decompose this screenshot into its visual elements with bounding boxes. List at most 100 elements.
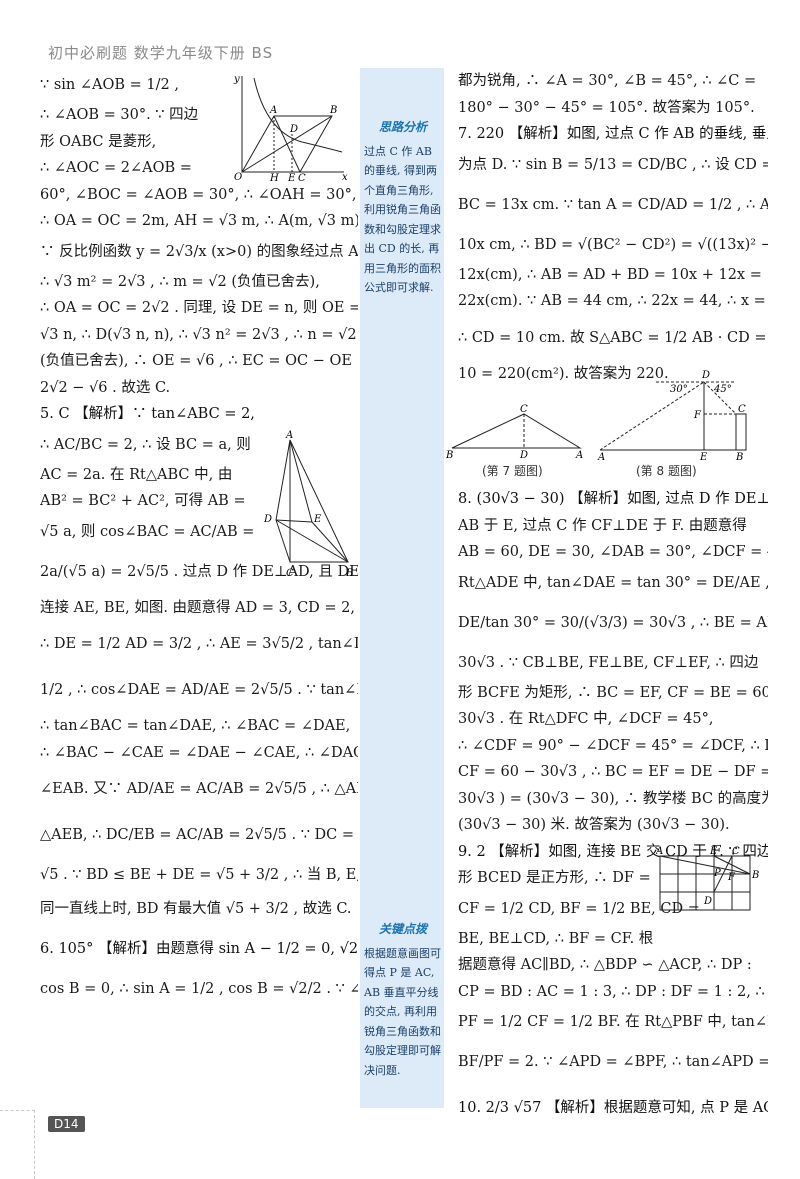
caption-fig8: (第 8 题图) <box>636 464 697 478</box>
figure-q7: C B D A <box>446 404 583 461</box>
fig7-label: B <box>446 450 453 461</box>
text-line: 据题意得 AC∥BD, ∴ △BDP ∽ △ACP, ∴ DP : <box>458 957 752 973</box>
text-line: 6. 105° 【解析】由题意得 sin A − 1/2 = 0, √2/2 − <box>40 941 358 957</box>
line-eb <box>713 855 751 875</box>
text-line: 8. (30√3 − 30) 【解析】如图, 过点 D 作 DE⊥ <box>458 491 768 507</box>
text-line: cos B = 0, ∴ sin A = 1/2 , cos B = √2/2 … <box>40 981 358 997</box>
note-analysis-title: 思路分析 <box>378 120 427 134</box>
figure-q5: A D E C B <box>263 430 353 579</box>
text-line: ∠EAB. 又∵ AD/AE = AC/AB = 2√5/5 , ∴ △ADC … <box>40 781 358 797</box>
text-line: 30√3 ) = (30√3 − 30), ∴ 教学楼 BC 的高度为 <box>458 790 768 807</box>
fig5-label: E <box>313 514 322 525</box>
fig8-label: 45° <box>713 384 732 395</box>
text-line: 22x(cm). ∵ AB = 44 cm, ∴ 22x = 44, ∴ x =… <box>458 293 768 309</box>
fig9-label: E <box>709 846 718 857</box>
text-line: ∴ AC/BC = 2, ∴ 设 BC = a, 则 <box>40 436 251 453</box>
fig5-label: C <box>286 568 294 579</box>
text-line: CF = 60 − 30√3 , ∴ BC = EF = DE − DF = 3… <box>458 764 768 780</box>
text-line: 形 BCED 是正方形, ∴ DF = <box>458 870 651 886</box>
fig5-label: B <box>345 568 353 579</box>
text-line: AB = 60, DE = 30, ∠DAB = 30°, ∠DCF = 45°… <box>458 544 768 560</box>
line-ab <box>659 855 751 875</box>
line-db <box>275 519 349 563</box>
page-header: 初中必刷题 数学九年级下册 BS <box>48 44 274 62</box>
grid-outline <box>659 855 751 911</box>
cut-line <box>0 1110 35 1179</box>
fig4-label: H <box>269 173 279 182</box>
text-line: 10 = 220(cm²). 故答案为 220. <box>458 365 669 382</box>
fig8-label: F <box>693 410 702 421</box>
fig9-label: F <box>727 872 736 883</box>
fig9-label: D <box>703 896 712 907</box>
fig9-label: A <box>656 846 663 857</box>
hyperbola-curve <box>253 77 343 153</box>
fig4-label: O <box>234 172 242 182</box>
text-line: ∴ ∠AOC = 2∠AOB = <box>40 160 192 176</box>
text-line: ∴ √3 m² = 2√3 , ∴ m = √2 (负值已舍去), <box>40 273 320 290</box>
text-line: BF/PF = 2. ∵ ∠APD = ∠BPF, ∴ tan∠APD = 2. <box>458 1054 768 1070</box>
text-line: ∵ 反比例函数 y = 2√3/x (x>0) 的图象经过点 A, <box>40 243 358 260</box>
page-number: D14 <box>48 1116 85 1132</box>
text-line: 12x(cm), ∴ AB = AD + BD = 10x + 12x = <box>458 266 762 283</box>
right-column: 都为锐角, ∴ ∠A = 30°, ∠B = 45°, ∴ ∠C =180° −… <box>458 68 768 387</box>
line-cd <box>713 855 733 893</box>
triangle-abc <box>451 413 582 449</box>
text-line: 10x cm, ∴ BD = √(BC² − CD²) = √((13x)² −… <box>458 236 768 253</box>
fig4-label: A <box>269 105 277 116</box>
fig4-label: y <box>233 74 240 85</box>
fig4-label: D <box>289 124 298 135</box>
text-line: AB² = BC² + AC², 可得 AB = <box>40 493 246 509</box>
caption-fig7: (第 7 题图) <box>482 464 543 478</box>
text-line: ∴ DE = 1/2 AD = 3/2 , ∴ AE = 3√5/2 , tan… <box>40 636 358 652</box>
text-line: 5. C 【解析】∵ tan∠ABC = 2, <box>40 406 255 422</box>
left-column: ∵ sin ∠AOB = 1/2 ,∴ ∠AOB = 30°. ∵ 四边形 OA… <box>40 68 358 1006</box>
text-line: 2√2 − √6 . 故选 C. <box>40 379 171 396</box>
text-line: 1/2 , ∴ cos∠DAE = AD/AE = 2√5/5 . ∵ tan∠… <box>40 682 358 698</box>
fig9-label: C <box>732 846 740 857</box>
text-line: ∴ OA = OC = 2√2 . 同理, 设 DE = n, 则 OE = <box>40 300 358 316</box>
fig4-label: x <box>342 172 348 182</box>
text-line: PF = 1/2 CF = 1/2 BF. 在 Rt△PBF 中, tan∠BP… <box>458 1014 768 1030</box>
fig4-label: C <box>298 173 306 182</box>
sight-line-da <box>599 381 705 451</box>
fig8-label: 30° <box>670 384 688 395</box>
text-line: ∴ tan∠BAC = tan∠DAE, ∴ ∠BAC = ∠DAE, <box>40 718 351 734</box>
text-line: CP = BD : AC = 1 : 3, ∴ DP : DF = 1 : 2,… <box>458 983 768 1000</box>
text-line: CF = 1/2 CD, BF = 1/2 BE, CD = <box>458 900 700 917</box>
text-line: ∵ sin ∠AOB = 1/2 , <box>40 77 179 93</box>
text-line: ∴ OA = OC = 2m, AH = √3 m, ∴ A(m, √3 m). <box>40 213 358 229</box>
fig8-label: B <box>735 452 743 462</box>
note-key-title: 关键点拨 <box>378 922 427 936</box>
margin-notes-column <box>360 68 444 1108</box>
text-line: ∴ ∠CDF = 90° − ∠DCF = 45° = ∠DCF, ∴ DF = <box>458 737 768 754</box>
figure-q8: D 30° 45° F C A E B <box>597 370 747 462</box>
note-analysis: 思路分析 过点 C 作 AB 的垂线, 得到两个直角三角形, 利用锐角三角函数和… <box>364 118 442 298</box>
fig7-label: D <box>519 450 528 461</box>
fig8-label: A <box>597 452 605 462</box>
text-line: 形 OABC 是菱形, <box>40 133 157 150</box>
line-dc <box>275 519 291 563</box>
line-de <box>275 519 313 523</box>
text-line: 60°, ∠BOC = ∠AOB = 30°, ∴ ∠OAH = 30°, <box>40 186 357 203</box>
text-line: √3 n, ∴ D(√3 n, n), ∴ √3 n² = 2√3 , ∴ n … <box>40 326 357 343</box>
text-line: ∴ ∠BAC − ∠CAE = ∠DAE − ∠CAE, ∴ ∠DAC = <box>40 744 358 761</box>
line-ac <box>273 115 301 173</box>
text-line: √5 . ∵ BD ≤ BE + DE = √5 + 3/2 , ∴ 当 B, … <box>40 867 358 883</box>
text-line: (负值已舍去), ∴ OE = √6 , ∴ EC = OC − OE = <box>40 353 358 369</box>
fig7-label: C <box>520 404 528 415</box>
sight-line-dc <box>703 381 737 415</box>
text-line: AB 于 E, 过点 C 作 CF⊥DE 于 F. 由题意得 <box>458 517 747 534</box>
text-line: BE, BE⊥CD, ∴ BF = CF. 根 <box>458 930 654 947</box>
fig8-label: C <box>738 404 746 415</box>
text-line: √5 a, 则 cos∠BAC = AC/AB = <box>40 523 255 540</box>
fig7-label: A <box>575 450 583 461</box>
text-line: 10. 2/3 √57 【解析】根据题意可知, 点 P 是 AC, <box>458 1100 768 1116</box>
right-column-lower: 8. (30√3 − 30) 【解析】如图, 过点 D 作 DE⊥ AB 于 E,… <box>458 486 768 1131</box>
fig9-label: P <box>713 868 721 879</box>
line-ae <box>289 439 313 523</box>
figure-q4: y A B D O H E C x <box>233 74 348 182</box>
fig5-label: A <box>285 430 293 441</box>
text-line: 180° − 30° − 45° = 105°. 故答案为 105°. <box>458 99 755 116</box>
text-line: 为点 D. ∵ sin B = 5/13 = CD/BC , ∴ 设 CD = … <box>458 156 768 173</box>
figure-q9: A E C P F B D <box>656 846 759 911</box>
